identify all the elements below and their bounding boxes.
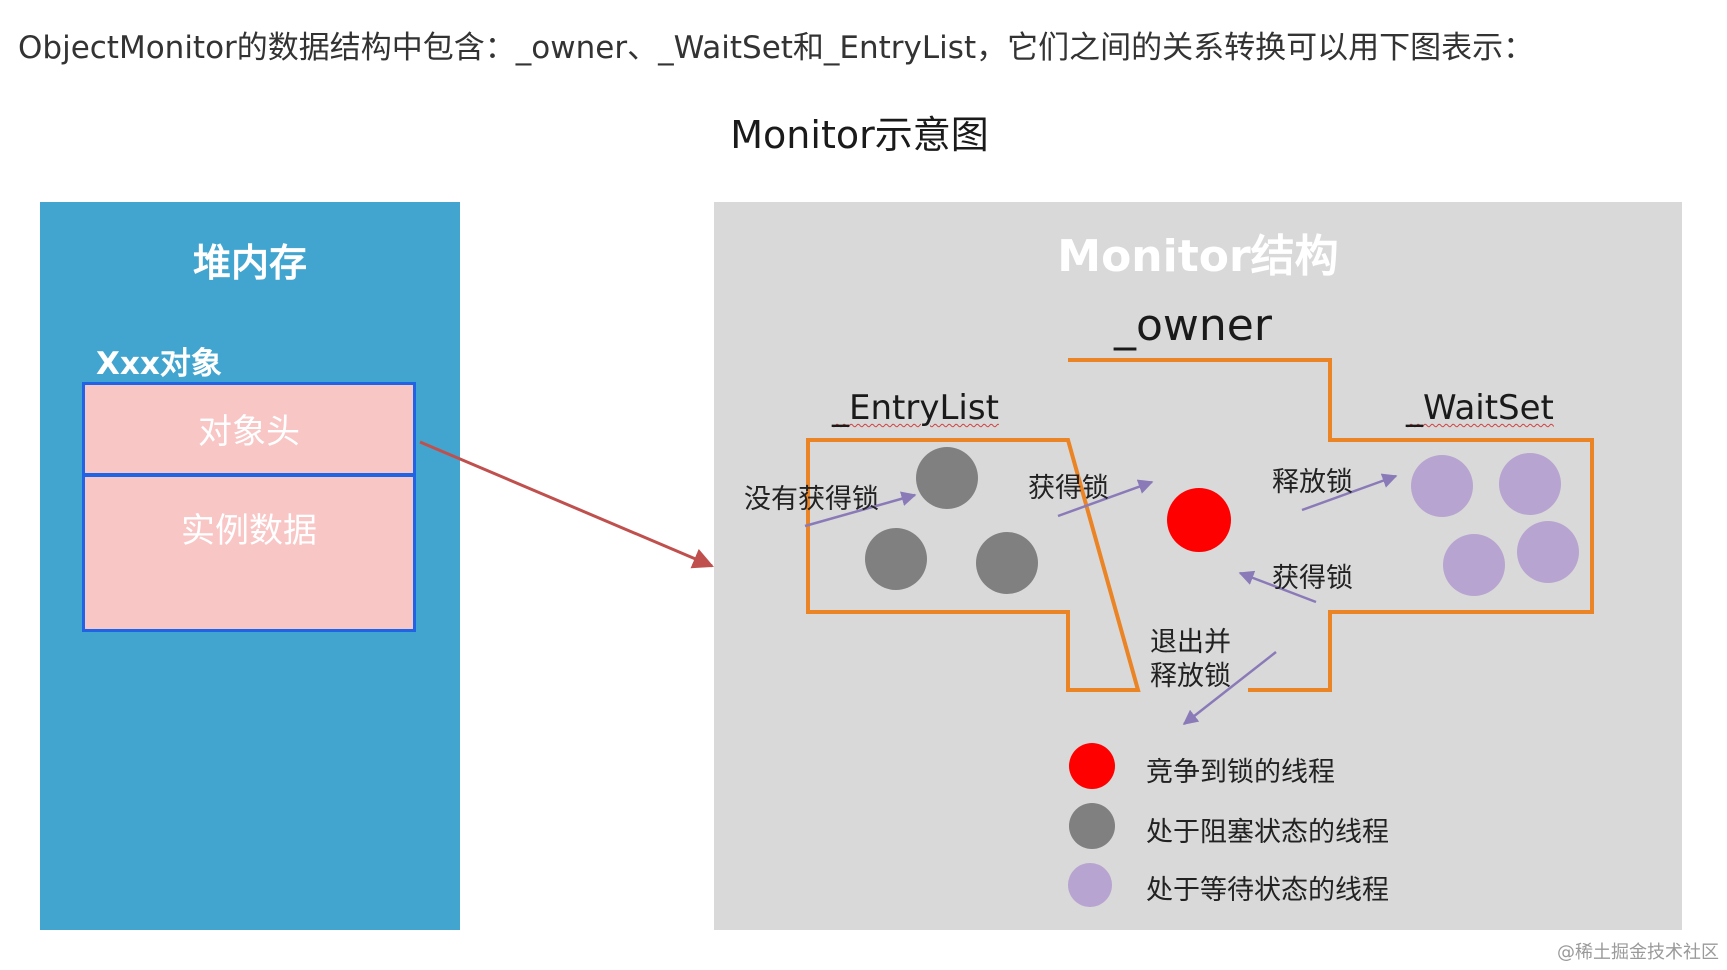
- waiting-thread-dot: [1499, 453, 1561, 515]
- no-lock-arrow: [804, 491, 917, 528]
- legend-dot-owner: [1069, 743, 1115, 789]
- monitor-title: Monitor结构: [1057, 231, 1339, 282]
- watermark: @稀土掘金技术社区: [1557, 942, 1719, 963]
- release-lock-label: 释放锁: [1272, 467, 1353, 498]
- diagram-title: Monitor示意图: [730, 113, 989, 157]
- waitset-acquire-arrow: [1238, 570, 1317, 604]
- blocked-thread-dot: [976, 532, 1038, 594]
- owner-thread-dot: [1167, 488, 1231, 552]
- instance-data-box: 实例数据: [82, 474, 416, 632]
- heap-title: 堆内存: [192, 241, 307, 285]
- legend-blocked-text: 处于阻塞状态的线程: [1146, 817, 1389, 848]
- blocked-thread-dot: [865, 528, 927, 590]
- exit-release-arrow: [1182, 651, 1277, 725]
- waitset-label-text: _WaitSet: [1406, 388, 1554, 428]
- blocked-thread-dot: [916, 447, 978, 509]
- waiting-thread-dot: [1411, 455, 1473, 517]
- waitset-label: _WaitSet: [1406, 388, 1554, 428]
- intro-text: ObjectMonitor的数据结构中包含：_owner、_WaitSet和_E…: [18, 30, 1535, 66]
- no-lock-label: 没有获得锁: [744, 484, 879, 515]
- exit-label-line1: 退出并: [1150, 627, 1231, 658]
- legend-dot-waiting: [1068, 863, 1112, 907]
- heap-memory-panel: 堆内存 Xxx对象 对象头 实例数据: [40, 202, 460, 930]
- entrylist-label: _EntryList: [832, 388, 999, 428]
- entrylist-label-text: _EntryList: [832, 388, 999, 428]
- legend-owner-text: 竞争到锁的线程: [1146, 757, 1335, 788]
- waiting-thread-dot: [1517, 521, 1579, 583]
- legend-waiting-text: 处于等待状态的线程: [1146, 875, 1389, 906]
- acquire-lock-arrow: [1057, 479, 1154, 518]
- acquire-lock-label: 获得锁: [1028, 473, 1109, 504]
- exit-label-line2: 释放锁: [1150, 661, 1231, 692]
- legend-dot-blocked: [1069, 803, 1115, 849]
- object-label: Xxx对象: [96, 346, 222, 382]
- waiting-thread-dot: [1443, 534, 1505, 596]
- monitor-outline: [806, 358, 1594, 692]
- object-to-monitor-arrow: [419, 440, 714, 569]
- object-header-box: 对象头: [82, 382, 416, 476]
- waitset-acquire-label: 获得锁: [1272, 563, 1353, 594]
- owner-label: _owner: [1114, 300, 1272, 351]
- release-lock-arrow: [1301, 473, 1398, 512]
